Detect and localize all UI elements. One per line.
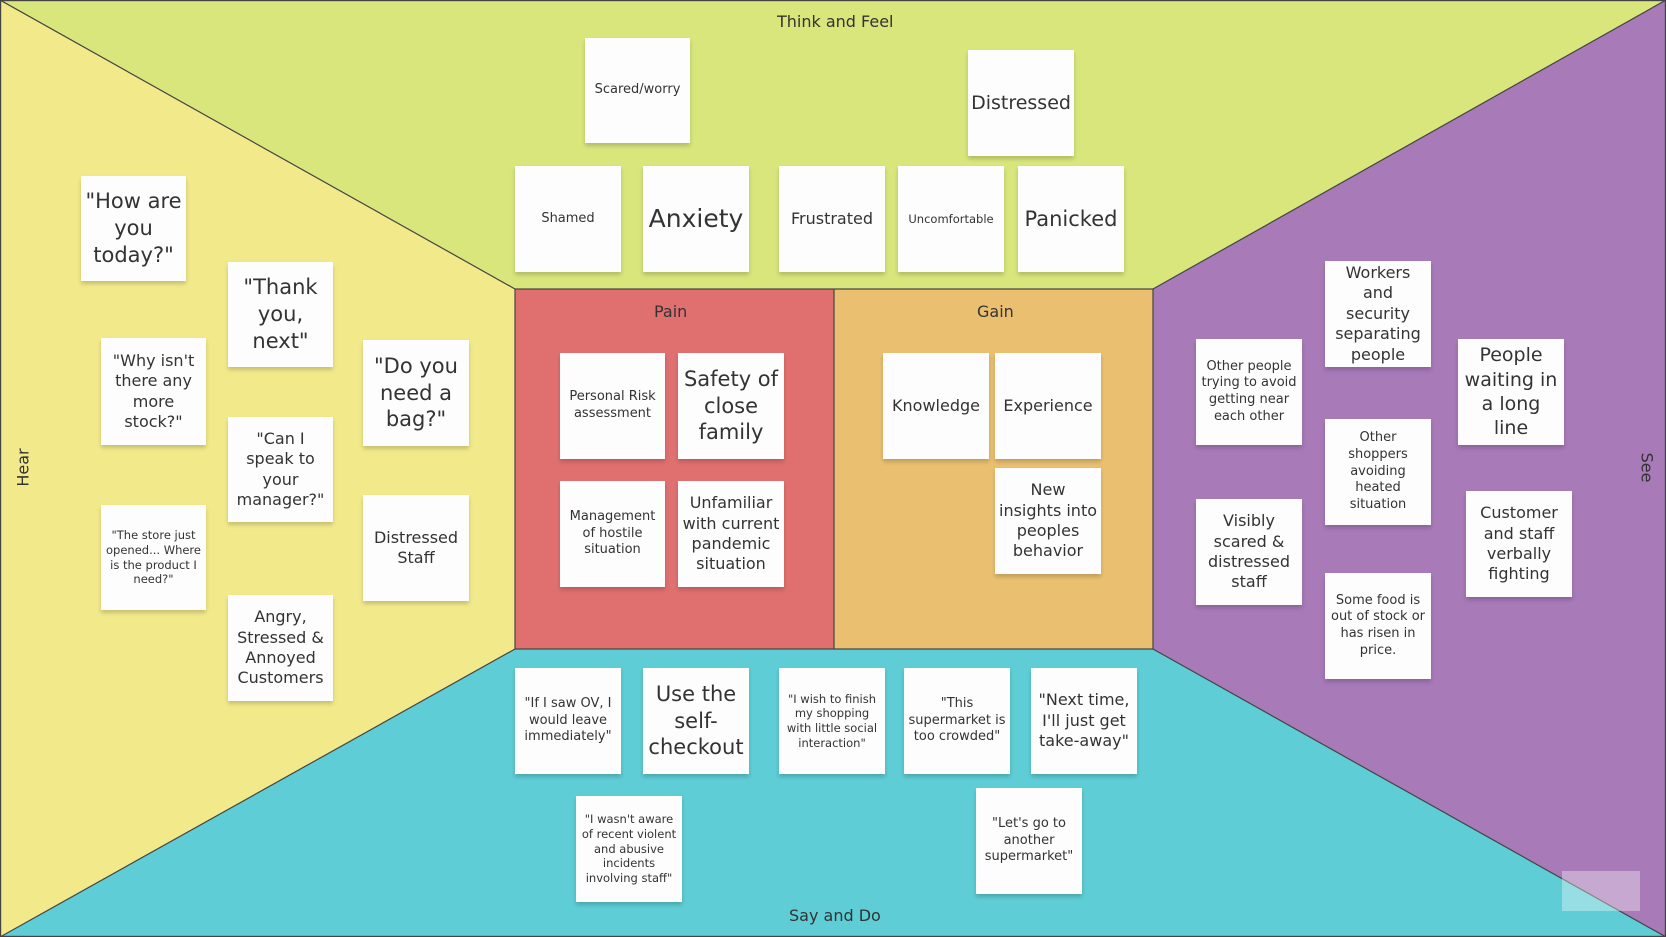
sticky-note-pain[interactable]: Safety of close family [678,353,784,459]
sticky-note-think[interactable]: Panicked [1018,166,1124,272]
sticky-note-see[interactable]: Customer and staff verbally fighting [1466,491,1572,597]
sticky-note-hear[interactable]: "The store just opened... Where is the p… [101,505,206,610]
sticky-note-pain[interactable]: Personal Risk assessment [560,353,665,459]
sticky-note-hear[interactable]: "How are you today?" [81,176,186,281]
sticky-note-say-do[interactable]: Use the self-checkout [643,668,749,774]
sticky-note-see[interactable]: Workers and security separating people [1325,261,1431,367]
sticky-note-say-do[interactable]: "Next time, I'll just get take-away" [1031,668,1137,774]
sticky-note-see[interactable]: Other shoppers avoiding heated situation [1325,419,1431,525]
think-feel-region [0,0,1666,289]
gain-region [834,289,1153,649]
say-do-label: Say and Do [789,906,881,925]
think-feel-label: Think and Feel [777,12,894,31]
sticky-note-hear[interactable]: "Thank you, next" [228,262,333,367]
pain-region [515,289,834,649]
sticky-note-think[interactable]: Uncomfortable [898,166,1004,272]
sticky-note-hear[interactable]: Angry, Stressed & Annoyed Customers [228,595,333,701]
watermark-overlay [1562,871,1640,911]
see-label: See [1637,452,1657,483]
sticky-note-pain[interactable]: Management of hostile situation [560,481,665,587]
sticky-note-see[interactable]: Other people trying to avoid getting nea… [1196,339,1302,445]
sticky-note-gain[interactable]: New insights into peoples behavior [995,468,1101,574]
sticky-note-say-do[interactable]: "If I saw OV, I would leave immediately" [515,668,621,774]
sticky-note-think[interactable]: Frustrated [779,166,885,272]
hear-label: Hear [13,448,33,487]
sticky-note-gain[interactable]: Experience [995,353,1101,459]
sticky-note-think[interactable]: Shamed [515,166,621,272]
say-do-region [0,649,1666,937]
sticky-note-see[interactable]: Some food is out of stock or has risen i… [1325,573,1431,679]
sticky-note-hear[interactable]: "Can I speak to your manager?" [228,417,333,522]
sticky-note-say-do[interactable]: "This supermarket is too crowded" [904,668,1010,774]
sticky-note-see[interactable]: Visibly scared & distressed staff [1196,499,1302,605]
sticky-note-say-do[interactable]: "I wasn't aware of recent violent and ab… [576,796,682,902]
sticky-note-think[interactable]: Distressed [968,50,1074,156]
sticky-note-pain[interactable]: Unfamiliar with current pandemic situati… [678,481,784,587]
pain-label: Pain [654,302,688,321]
sticky-note-hear[interactable]: "Do you need a bag?" [363,340,469,446]
sticky-note-say-do[interactable]: "Let's go to another supermarket" [976,788,1082,894]
sticky-note-hear[interactable]: "Why isn't there any more stock?" [101,338,206,445]
sticky-note-say-do[interactable]: "I wish to finish my shopping with littl… [779,668,885,774]
gain-label: Gain [977,302,1014,321]
sticky-note-think[interactable]: Anxiety [643,166,749,272]
sticky-note-think[interactable]: Scared/worry [585,38,690,143]
sticky-note-see[interactable]: People waiting in a long line [1458,339,1564,445]
sticky-note-gain[interactable]: Knowledge [883,353,989,459]
sticky-note-hear[interactable]: Distressed Staff [363,495,469,601]
